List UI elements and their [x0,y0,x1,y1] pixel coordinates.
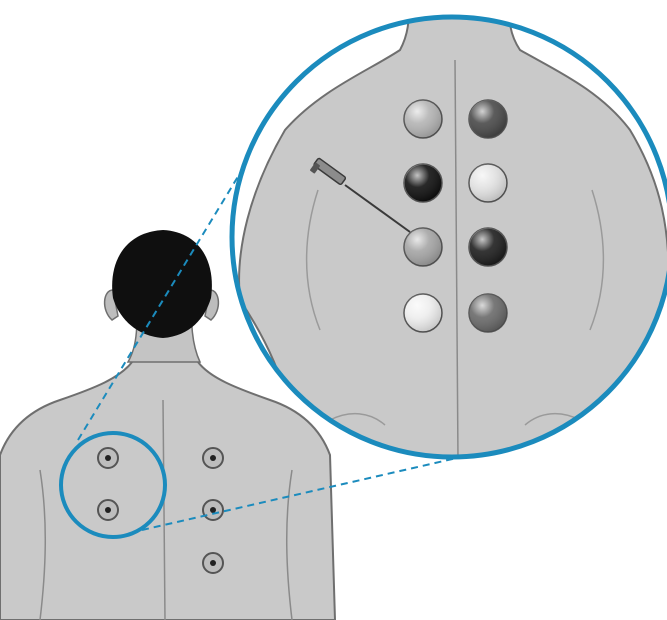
zoom-back-skin [239,0,667,460]
allergen-drop-highlight [469,228,507,266]
person-hair [112,230,212,338]
prick-site-dot [210,455,216,461]
allergen-drop-highlight [404,228,442,266]
allergen-drop-highlight [469,294,507,332]
zoom-view [232,0,667,460]
allergen-drop-highlight [404,164,442,202]
prick-site-dot [105,507,111,513]
allergen-drop-highlight [469,100,507,138]
allergen-drop-highlight [404,294,442,332]
allergen-drop-highlight [404,100,442,138]
prick-site-dot [210,560,216,566]
prick-site-dot [105,455,111,461]
prick-site-dot [210,507,216,513]
allergen-drop-highlight [469,164,507,202]
